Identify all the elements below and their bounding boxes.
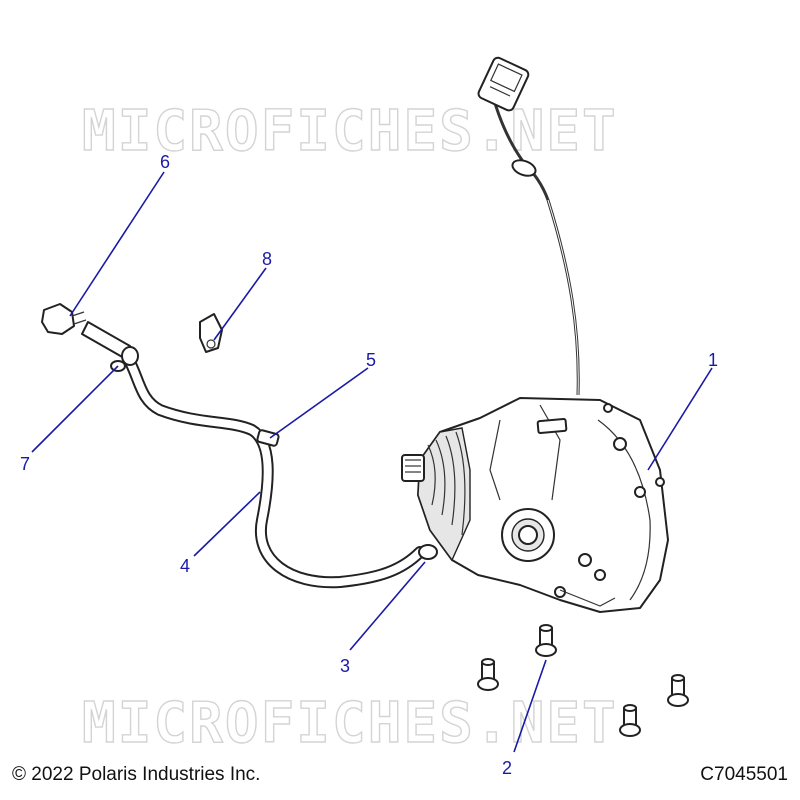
- leader-8: [213, 267, 267, 341]
- drawing-code: C7045501: [700, 764, 788, 785]
- vent-fitting: [41, 303, 139, 372]
- callout-1: 1: [708, 350, 718, 370]
- callout-7: 7: [20, 454, 30, 474]
- leader-7: [31, 365, 119, 453]
- callout-5: 5: [366, 350, 376, 370]
- leader-1: [647, 367, 713, 471]
- callout-2: 2: [502, 758, 512, 778]
- leader-2: [513, 659, 547, 753]
- callout-4: 4: [180, 556, 190, 576]
- hose-clip: [199, 313, 223, 353]
- sensor-harness: [477, 56, 580, 396]
- callout-8: 8: [262, 249, 272, 269]
- mounting-bolts: [477, 624, 689, 737]
- callout-6: 6: [160, 152, 170, 172]
- watermark-top: MICROFICHES.NET: [82, 99, 618, 164]
- watermark-bottom: MICROFICHES.NET: [82, 691, 618, 756]
- front-gearcase: [401, 397, 669, 613]
- leader-5: [269, 367, 369, 439]
- vent-hose: [122, 352, 438, 589]
- leader-3: [349, 561, 426, 651]
- leader-6: [69, 171, 165, 317]
- leader-4: [193, 491, 261, 557]
- copyright-notice: © 2022 Polaris Industries Inc.: [12, 764, 261, 785]
- callout-3: 3: [340, 656, 350, 676]
